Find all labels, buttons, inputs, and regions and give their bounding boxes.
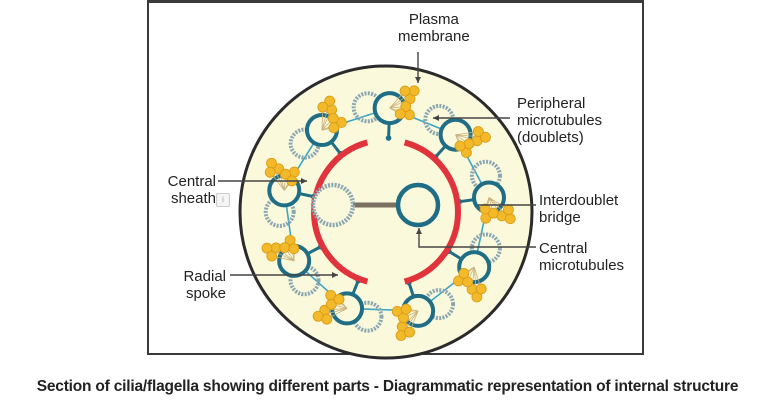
b-tubule xyxy=(288,264,321,297)
peripheral-doublet xyxy=(312,277,384,333)
info-badge[interactable]: i xyxy=(216,193,230,207)
dynein-arm xyxy=(280,168,291,180)
leader-central-microtubules xyxy=(418,228,536,248)
dynein-arm xyxy=(408,85,420,97)
label-radial-spoke: Radial spoke xyxy=(183,268,226,302)
dynein-arm xyxy=(394,108,406,120)
peripheral-doublet xyxy=(261,234,324,297)
dynein-arm xyxy=(321,313,333,325)
label-central-microtubules: Central microtubules xyxy=(539,240,625,274)
spoke-head xyxy=(385,135,392,141)
leader-central-sheath-arrowhead xyxy=(301,178,307,184)
dynein-arm xyxy=(266,250,278,262)
label-leaders xyxy=(218,52,536,278)
central-sheath-left xyxy=(311,139,369,285)
label-plasma-membrane: Plasma membrane xyxy=(398,11,470,45)
leader-peripheral-microtubules-arrowhead xyxy=(433,115,439,121)
figure-caption: Section of cilia/flagella showing differ… xyxy=(36,378,739,395)
cross-section xyxy=(238,64,534,360)
dynein-arm xyxy=(279,242,291,254)
central-microtubule-right xyxy=(395,182,441,228)
dynein-arm xyxy=(288,243,300,255)
dynein-arm xyxy=(327,113,339,124)
dynein-arm xyxy=(328,122,340,134)
peripheral-doublet xyxy=(423,103,491,160)
central-sheath-right xyxy=(403,139,461,285)
peripheral-doublet xyxy=(351,85,420,141)
central-microtubule-left xyxy=(310,182,356,228)
peripheral-doublet xyxy=(288,95,347,160)
dynein-arm xyxy=(400,101,412,112)
dynein-arm xyxy=(317,101,329,113)
label-peripheral-microtubules: Peripheral microtubules (doublets) xyxy=(517,95,603,146)
dynein-arm xyxy=(475,283,487,295)
dynein-arm xyxy=(288,166,300,178)
dynein-arm xyxy=(266,157,277,169)
dynein-arm xyxy=(472,126,484,137)
dynein-arm xyxy=(264,166,276,178)
dynein-arm xyxy=(399,85,411,97)
leader-radial-spoke-arrowhead xyxy=(332,272,338,278)
dynein-arm xyxy=(400,303,412,315)
dynein-arm xyxy=(333,293,345,305)
label-central-sheath: Central sheath xyxy=(167,173,216,207)
dynein-arm xyxy=(504,213,516,225)
dynein-arm xyxy=(404,326,415,338)
peripheral-doublet xyxy=(445,232,502,303)
dynein-arm xyxy=(503,204,514,216)
leader-plasma-membrane-arrowhead xyxy=(415,77,421,83)
dynein-arm xyxy=(454,140,466,152)
leader-central-microtubules-arrowhead xyxy=(416,228,422,234)
b-tubule xyxy=(469,232,502,265)
dynein-arm xyxy=(261,242,273,254)
dynein-arm xyxy=(479,203,491,215)
b-tubule xyxy=(469,159,502,192)
label-interdoublet-bridge: Interdoublet bridge xyxy=(539,192,619,226)
dynein-arm xyxy=(324,95,336,107)
b-tubule xyxy=(263,195,296,228)
dynein-arm xyxy=(480,131,491,143)
dynein-arm xyxy=(463,138,475,150)
dynein-arm xyxy=(325,298,337,310)
dynein-arm xyxy=(458,268,470,279)
